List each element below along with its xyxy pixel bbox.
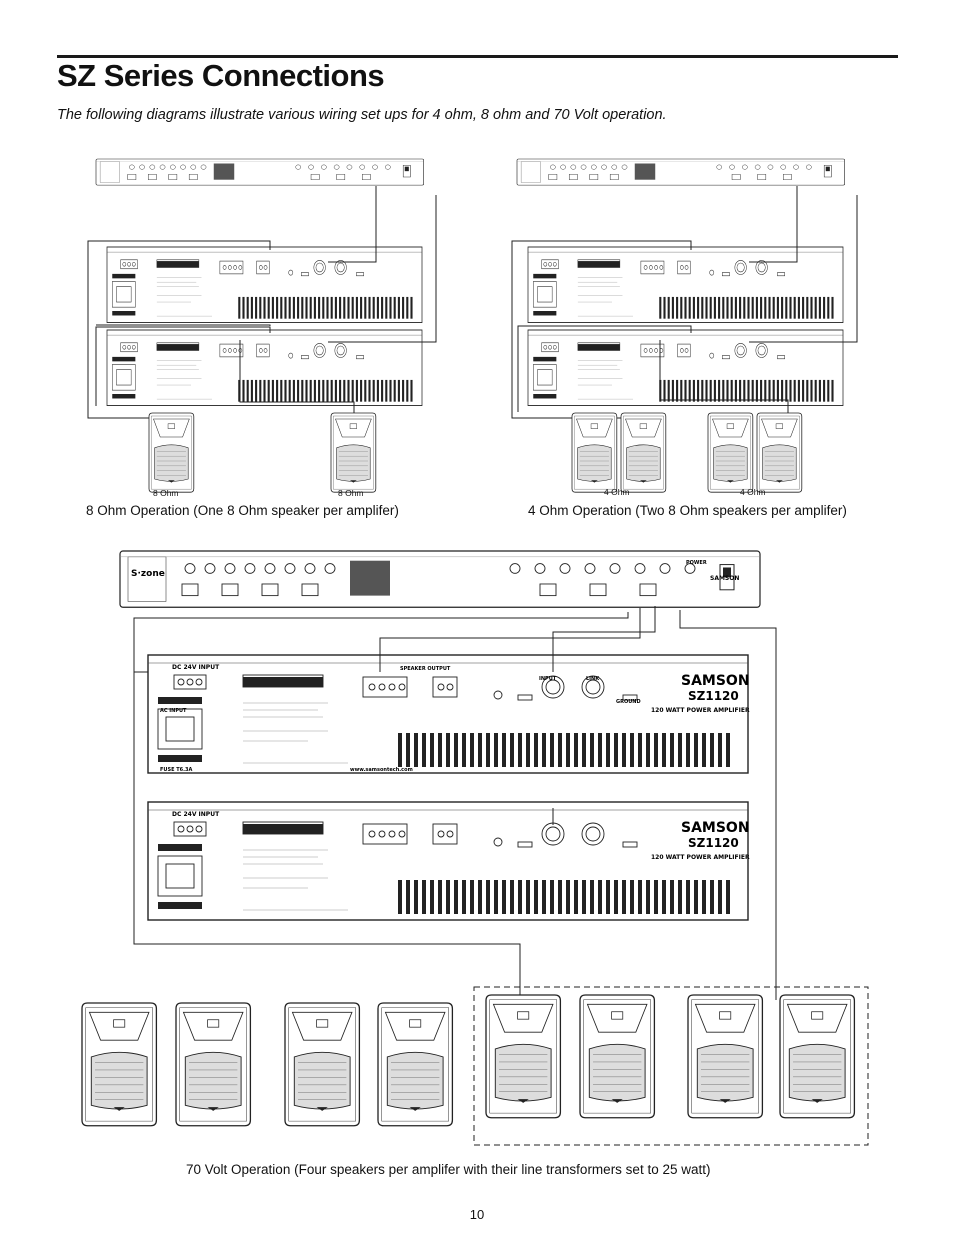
amp2-subtitle: 120 WATT POWER AMPLIFIER — [651, 854, 750, 861]
mixer-power-label: POWER — [686, 560, 707, 566]
caption-70v: 70 Volt Operation (Four speakers per amp… — [186, 1162, 711, 1177]
mixer-brand: S·zone — [131, 569, 165, 579]
page-title: SZ Series Connections — [57, 58, 385, 93]
amp1-website: www.samsontech.com — [350, 767, 413, 773]
amp1-ground-label: GROUND — [616, 699, 641, 705]
diagram-70v — [81, 550, 869, 1146]
amp1-speaker-output: SPEAKER OUTPUT — [400, 666, 451, 672]
speaker-label-4ohm-left: 4 Ohm — [604, 487, 630, 497]
header-rule — [57, 55, 898, 58]
amp1-input-label: INPUT — [539, 676, 557, 682]
speaker-label-8ohm-left: 8 Ohm — [153, 488, 179, 498]
diagram-4ohm — [511, 158, 858, 493]
amp1-subtitle: 120 WATT POWER AMPLIFIER — [651, 707, 750, 714]
amp1-brand: SAMSON — [681, 673, 750, 689]
page-number: 10 — [469, 1207, 485, 1222]
amp1-model: SZ1120 — [688, 689, 739, 703]
amp1-fuse-label: FUSE T6.3A — [160, 767, 193, 773]
amp1-dc-label: DC 24V INPUT — [172, 664, 220, 671]
diagram-8ohm — [87, 158, 437, 493]
amp2-model: SZ1120 — [688, 836, 739, 850]
page-subtitle: The following diagrams illustrate variou… — [57, 107, 667, 123]
mixer-samson: SAMSON — [710, 575, 739, 582]
amp1-link-label: LINK — [586, 676, 600, 682]
amp2-brand: SAMSON — [681, 820, 750, 836]
caption-8ohm: 8 Ohm Operation (One 8 Ohm speaker per a… — [86, 503, 399, 518]
speaker-label-8ohm-right: 8 Ohm — [338, 488, 364, 498]
amp1-ac-label: AC INPUT — [160, 708, 187, 714]
speaker-label-4ohm-right: 4 Ohm — [740, 487, 766, 497]
caption-4ohm: 4 Ohm Operation (Two 8 Ohm speakers per … — [528, 503, 847, 518]
amp2-dc-label: DC 24V INPUT — [172, 811, 220, 818]
